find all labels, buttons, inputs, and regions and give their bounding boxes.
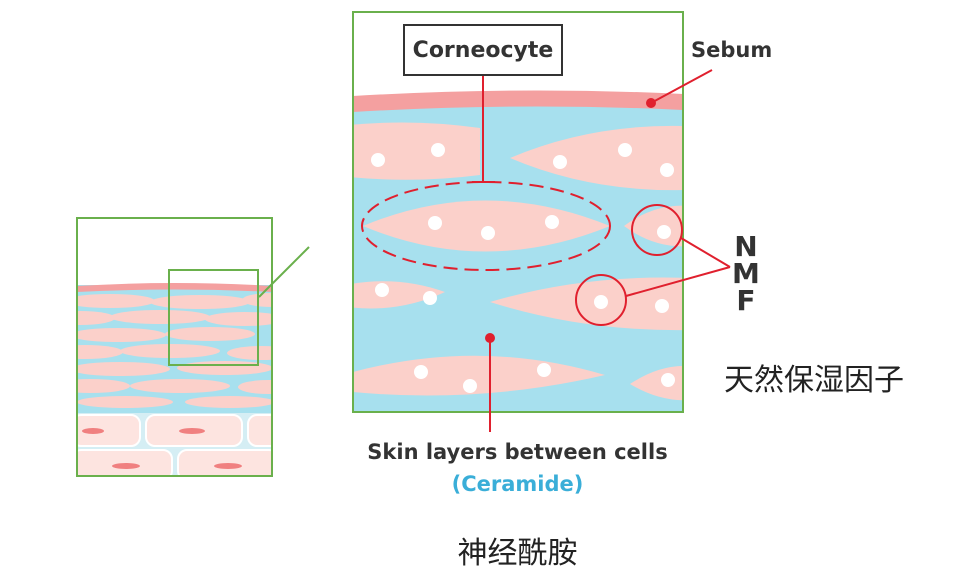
sebum-pointer-dot [646, 98, 656, 108]
nmf-chinese-label: 天然保湿因子 [724, 363, 904, 398]
nmf-label: N M F [732, 230, 760, 317]
nmf-letter-n: N [734, 230, 758, 263]
nmf-letter-f: F [736, 284, 756, 317]
nmf-pointer-line-2 [625, 266, 731, 297]
zoom-region-box [168, 269, 259, 366]
zoomed-panel [352, 11, 684, 413]
nmf-dots [371, 143, 675, 393]
nmf-letter-m: M [732, 257, 760, 290]
nmf-highlight-circle-2 [575, 274, 627, 326]
sebum-layer [353, 90, 683, 112]
corneocyte-label: Corneocyte [403, 24, 563, 76]
nmf-highlight-circle-1 [631, 204, 683, 256]
sebum-label: Sebum [691, 38, 773, 62]
ceramide-label: (Ceramide) [451, 472, 584, 496]
zoomed-frame [352, 11, 684, 413]
zoom-connector-line [258, 246, 310, 298]
ceramide-chinese-label: 神经酰胺 [457, 536, 578, 571]
overview-nuclei [82, 428, 242, 469]
sebum-pointer-line [650, 69, 713, 104]
skin-layers-label: Skin layers between cells [367, 440, 668, 464]
overview-sebum-line [77, 283, 272, 292]
overview-living-cells [77, 414, 272, 476]
overview-panel [76, 217, 273, 477]
corneocyte-outline [361, 181, 611, 271]
overview-frame [76, 217, 273, 477]
nmf-pointer-line-1 [680, 237, 731, 268]
